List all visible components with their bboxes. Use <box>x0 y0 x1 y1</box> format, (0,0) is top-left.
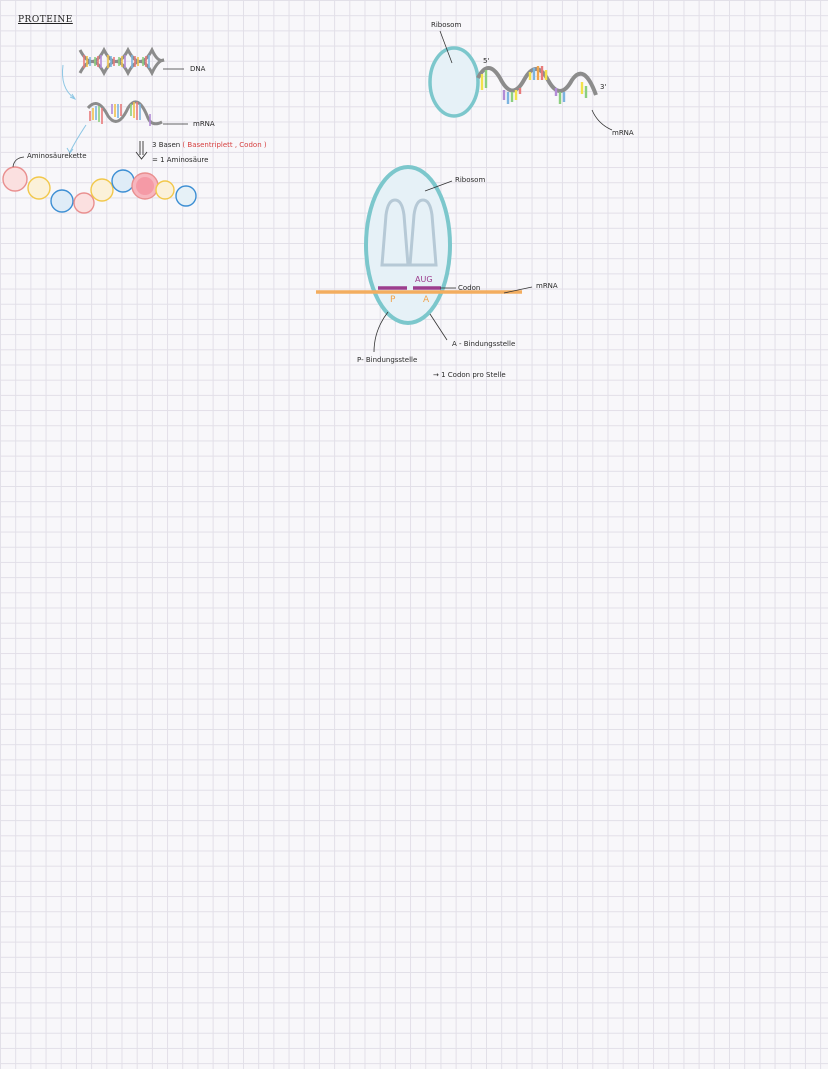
a-site-letter: A <box>423 295 430 305</box>
dna-to-mrna-arrow <box>62 64 75 99</box>
mrna-top-label: mRNA <box>612 129 634 137</box>
ribosome-top-label: Ribosom <box>431 21 462 29</box>
p-site-letter: P <box>390 295 396 305</box>
codon-text: AUG <box>415 275 433 284</box>
bases-number: 3 <box>152 141 157 149</box>
bases-paren-open: ( <box>182 141 186 149</box>
bases-text: Basen <box>158 141 181 149</box>
chain-label: Aminosäurekette <box>27 152 87 160</box>
mrna-label: mRNA <box>193 120 215 128</box>
a-site-label: A - Bindungsstelle <box>452 340 516 348</box>
codon-label: Codon <box>458 284 481 292</box>
five-prime-label: 5' <box>483 57 490 65</box>
mrna-detail-label: mRNA <box>536 282 558 290</box>
bases-paren-text: Basentriplett , Codon <box>187 141 262 149</box>
mrna-strand <box>86 100 188 126</box>
double-down-arrow <box>135 141 148 160</box>
p-site-label: P- Bindungsstelle <box>357 356 418 364</box>
dna-label: DNA <box>190 65 206 73</box>
mrna-to-chain-arrow <box>69 124 87 153</box>
three-prime-label: 3' <box>600 83 607 91</box>
page-title: PROTEINE <box>18 15 73 25</box>
ribosome-detail-label: Ribosom <box>455 176 486 184</box>
bases-paren-close: ) <box>263 141 267 149</box>
ribosome-detail <box>316 165 533 353</box>
bases-line: 3 Basen ( Basentriplett , Codon ) <box>152 142 267 149</box>
ribosome-top <box>428 30 613 131</box>
amino-acid-chain <box>2 166 197 214</box>
dna-helix <box>78 46 184 77</box>
codon-per-site-note: → 1 Codon pro Stelle <box>433 371 506 379</box>
amino-acid-line: = 1 Aminosäure <box>152 156 209 164</box>
